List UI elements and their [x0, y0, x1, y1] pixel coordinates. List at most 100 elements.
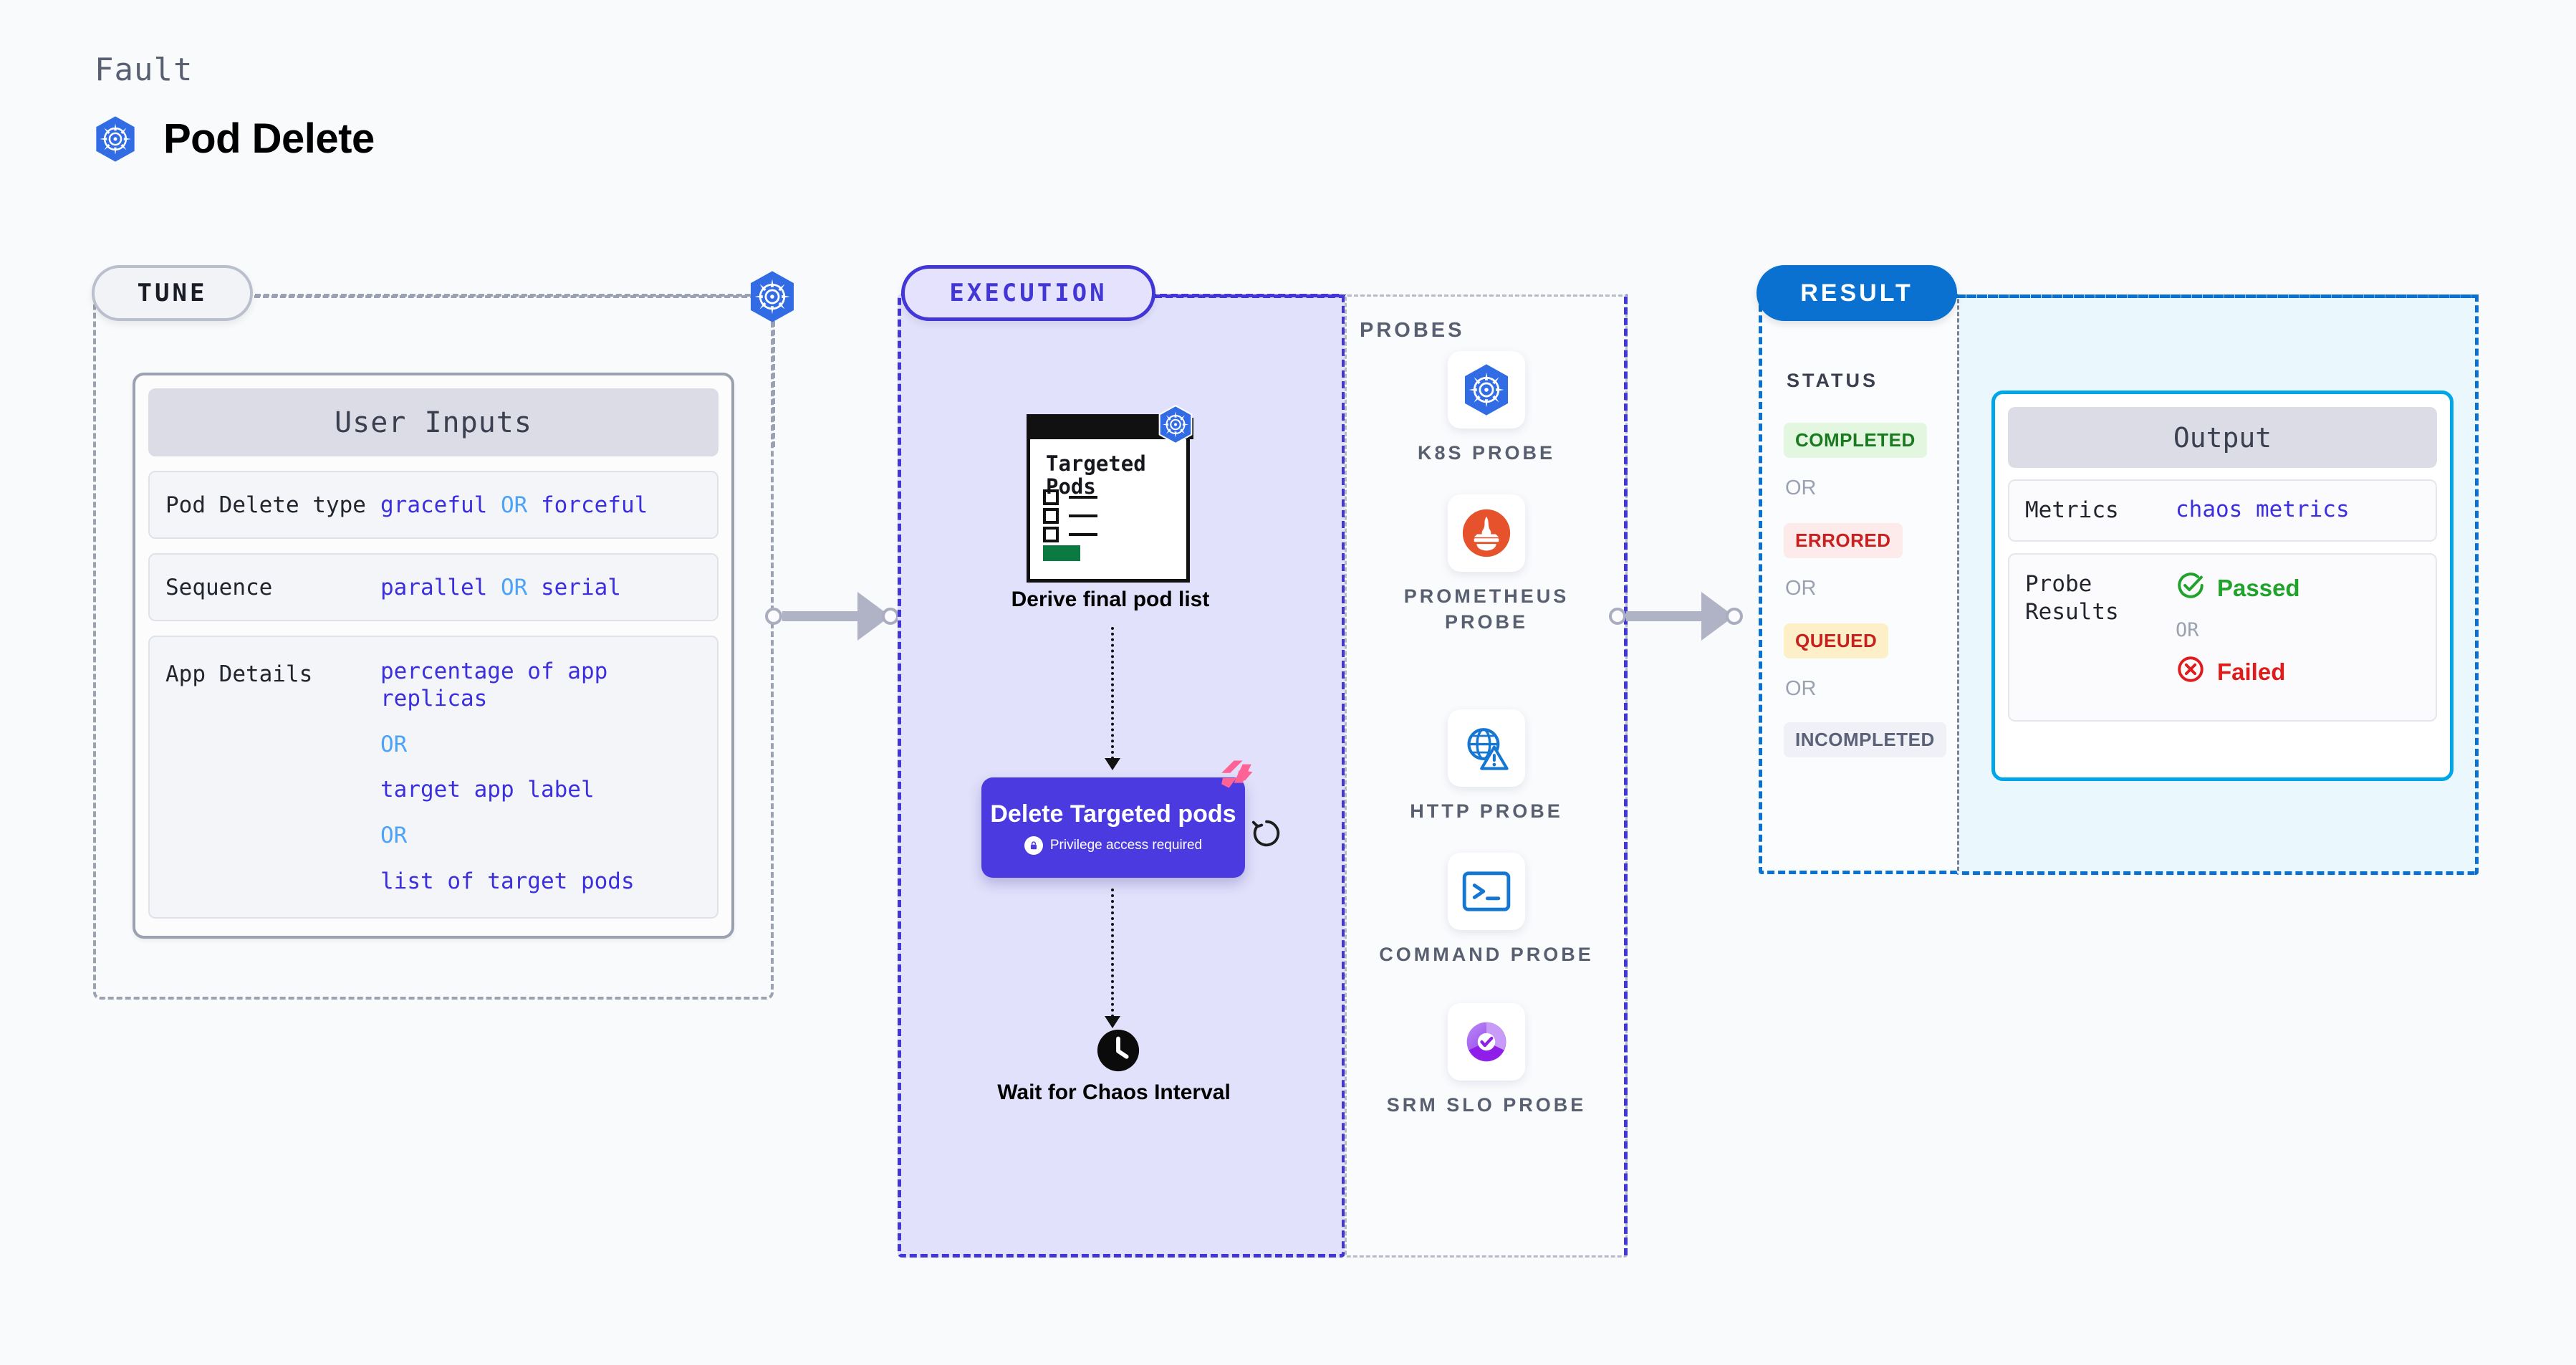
kubernetes-icon	[747, 270, 797, 327]
metrics-row: Metrics chaos metrics	[2008, 479, 2437, 542]
metrics-value: chaos metrics	[2176, 497, 2350, 522]
probe-label: COMMAND PROBE	[1379, 944, 1594, 965]
probe-results-row: Probe Results Passed OR	[2008, 552, 2437, 722]
metrics-label: Metrics	[2025, 497, 2119, 523]
kubernetes-icon	[1448, 351, 1525, 428]
status-badge-queued: QUEUED	[1784, 623, 1889, 658]
row-value-a: parallel	[380, 574, 488, 600]
connector-start-dot	[1609, 608, 1626, 625]
option-separator-1: OR	[380, 731, 408, 757]
probe-item-srm-slo[interactable]: SRM SLO PROBE	[1379, 1003, 1594, 1118]
row-value-b: serial	[540, 574, 621, 600]
checkbox-icon	[1043, 527, 1059, 542]
list-line	[1069, 496, 1097, 499]
probes-title: PROBES	[1360, 319, 1465, 342]
status-separator-2: OR	[1785, 577, 1817, 600]
reload-icon[interactable]	[1250, 817, 1283, 853]
flow-arrowhead	[1105, 1016, 1120, 1028]
option-2: target app label	[380, 777, 595, 803]
list-item	[1043, 527, 1097, 542]
checkbox-icon	[1043, 489, 1059, 505]
delete-targeted-pods-title: Delete Targeted pods	[990, 800, 1236, 828]
probe-label: HTTP PROBE	[1410, 800, 1563, 822]
stage-label-execution[interactable]: EXECUTION	[901, 265, 1155, 321]
stage-label-tune-text: TUNE	[137, 279, 208, 307]
status-separator-1: OR	[1785, 476, 1817, 499]
list-item	[1043, 489, 1097, 505]
derive-final-pod-list-caption: Derive final pod list	[1011, 588, 1210, 611]
row-label: Sequence	[165, 574, 273, 600]
privilege-note-text: Privilege access required	[1049, 837, 1203, 853]
checkbox-icon	[1043, 508, 1059, 524]
stage-label-execution-text: EXECUTION	[949, 279, 1107, 307]
status-badge-incompleted: INCOMPLETED	[1784, 722, 1946, 757]
targeted-pods-node: Targeted Pods	[1027, 404, 1195, 584]
stage-label-tune[interactable]: TUNE	[92, 265, 253, 321]
privilege-note: Privilege access required	[1024, 835, 1203, 855]
probe-results-values: Passed OR Failed	[2176, 570, 2300, 690]
row-value: graceful OR forceful	[380, 492, 648, 518]
probe-item-k8s[interactable]: K8S PROBE	[1379, 351, 1594, 466]
output-card-header: Output	[2008, 407, 2437, 468]
probe-item-prometheus[interactable]: PROMETHEUS PROBE	[1379, 494, 1594, 636]
kubernetes-icon	[93, 115, 138, 163]
tune-dashed-stem	[772, 321, 775, 447]
lock-icon	[1024, 835, 1043, 855]
targeted-pods-title: Targeted Pods	[1046, 451, 1146, 499]
user-inputs-card-header: User Inputs	[148, 388, 719, 456]
row-separator: OR	[500, 574, 528, 600]
row-label: App Details	[165, 661, 313, 687]
output-title: Output	[2173, 421, 2272, 454]
probe-item-command[interactable]: COMMAND PROBE	[1379, 853, 1594, 967]
clock-icon	[1096, 1028, 1140, 1076]
row-value-b: forceful	[540, 492, 648, 518]
output-card: Output Metrics chaos metrics Probe Resul…	[1991, 391, 2454, 781]
option-3: list of target pods	[380, 868, 635, 895]
connector-bar	[782, 611, 857, 621]
probe-item-http[interactable]: HTTP PROBE	[1379, 709, 1594, 824]
list-item	[1043, 508, 1097, 524]
wait-for-chaos-interval-caption: Wait for Chaos Interval	[997, 1081, 1231, 1104]
check-circle-icon	[2176, 570, 2206, 606]
terminal-icon	[1448, 853, 1525, 930]
row-value-a: graceful	[380, 492, 488, 518]
connector-end-dot	[1726, 608, 1743, 625]
app-details-row: App Details percentage of app replicas O…	[148, 636, 719, 919]
probe-label: PROMETHEUS PROBE	[1403, 585, 1570, 633]
probes-panel-right-edge	[1624, 297, 1628, 1255]
connector-end-dot	[882, 608, 899, 625]
connector-execution-to-result	[1609, 592, 1743, 641]
stage-label-result-text: RESULT	[1800, 279, 1913, 307]
flow-arrowhead	[1105, 758, 1120, 770]
row-value: parallel OR serial	[380, 575, 621, 600]
probe-result-separator: OR	[2176, 618, 2199, 641]
page-title: Pod Delete	[163, 115, 375, 162]
status-title: STATUS	[1787, 370, 1878, 391]
list-line	[1069, 514, 1097, 517]
status-separator-3: OR	[1785, 677, 1817, 700]
flow-connector-dashed	[1111, 889, 1114, 1017]
row-separator: OR	[500, 492, 528, 518]
user-inputs-card: User Inputs Pod Delete type graceful OR …	[133, 373, 734, 939]
stage-label-result[interactable]: RESULT	[1756, 265, 1957, 321]
srm-slo-icon	[1448, 1003, 1525, 1081]
app-details-options: percentage of app replicas OR target app…	[380, 658, 638, 896]
connector-bar	[1626, 611, 1701, 621]
status-badge-completed: COMPLETED	[1784, 423, 1927, 458]
x-circle-icon	[2176, 654, 2206, 690]
table-row: Pod Delete type graceful OR forceful	[148, 471, 719, 539]
harness-chaos-icon	[1218, 758, 1255, 799]
result-dashed-connector	[1956, 294, 2479, 298]
delete-targeted-pods-node[interactable]: Delete Targeted pods Privilege access re…	[981, 777, 1245, 878]
table-row: Sequence parallel OR serial	[148, 553, 719, 621]
row-label: Pod Delete type	[165, 492, 366, 518]
kubernetes-icon	[1157, 404, 1194, 448]
fault-eyebrow-label: Fault	[95, 52, 193, 88]
status-badge-errored: ERRORED	[1784, 523, 1903, 558]
probe-label: K8S PROBE	[1417, 442, 1556, 464]
connector-tune-to-execution	[765, 592, 899, 641]
prometheus-icon	[1448, 494, 1525, 572]
probe-results-label: Probe Results	[2025, 570, 2119, 625]
list-line	[1069, 533, 1097, 536]
probe-result-passed: Passed	[2176, 570, 2300, 606]
